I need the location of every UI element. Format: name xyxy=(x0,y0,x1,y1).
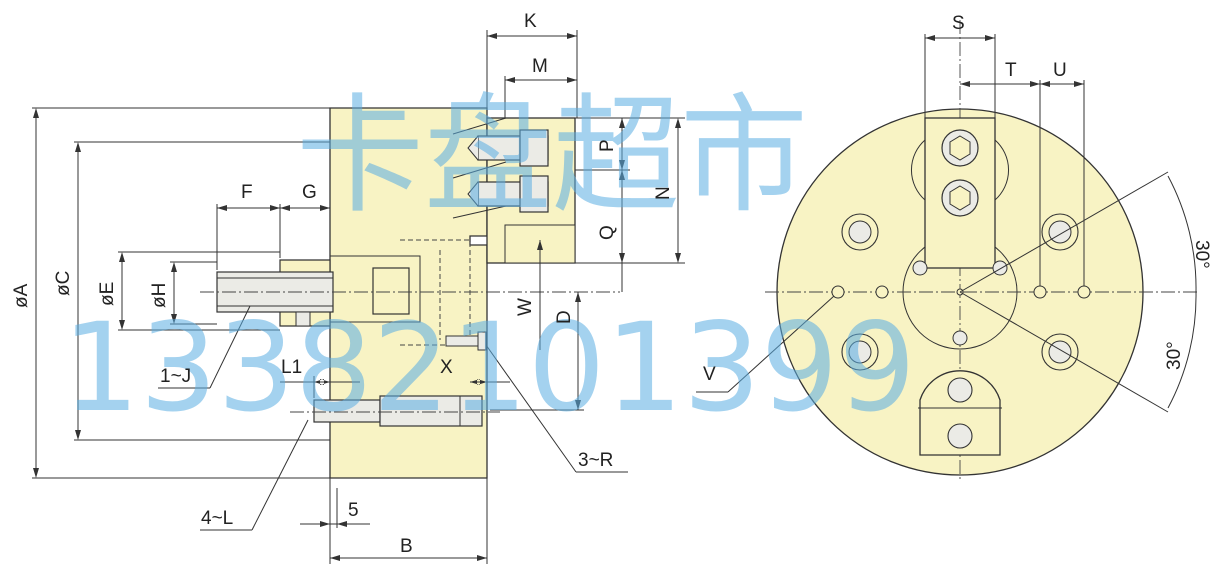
dim-5: 5 xyxy=(348,500,359,521)
dim-L: 4~L xyxy=(201,508,233,529)
dim-H: øH xyxy=(149,283,170,308)
dim-G: G xyxy=(302,182,317,203)
dim-R: 3~R xyxy=(578,450,613,471)
dim-J: 1~J xyxy=(160,366,191,387)
dim-F: F xyxy=(241,182,253,203)
dim-S: S xyxy=(952,13,965,34)
dim-C: øC xyxy=(53,271,74,296)
dim-D: D xyxy=(554,310,575,324)
dim-N: N xyxy=(653,186,674,200)
mounting-bolt-head xyxy=(379,395,483,427)
front-view xyxy=(696,20,1200,482)
dim-T: T xyxy=(1005,60,1017,81)
watermark-phone: 13382101399 xyxy=(62,297,916,439)
set-screw xyxy=(295,311,311,327)
dim-M: M xyxy=(532,56,548,77)
dim-E: øE xyxy=(97,282,118,306)
dim-W: W xyxy=(515,298,536,316)
piston-nut xyxy=(372,267,410,315)
dim-Q: Q xyxy=(597,225,618,240)
dim-B: B xyxy=(400,536,413,557)
dim-X: X xyxy=(440,357,453,378)
dim-A: øA xyxy=(11,283,32,308)
dim-U: U xyxy=(1053,60,1067,81)
angle-top: 30° xyxy=(1191,240,1212,269)
dim-L1: L1 xyxy=(281,357,302,378)
dim-P: P xyxy=(597,139,618,152)
angle-bottom: 30° xyxy=(1164,341,1185,370)
mounting-holes xyxy=(841,213,1079,371)
side-view xyxy=(32,30,685,564)
dim-K: K xyxy=(524,11,537,32)
watermark-brand: 卡盘超市 xyxy=(296,82,808,231)
dim-V: V xyxy=(703,364,716,385)
front-jaw-bottom xyxy=(919,370,1001,456)
